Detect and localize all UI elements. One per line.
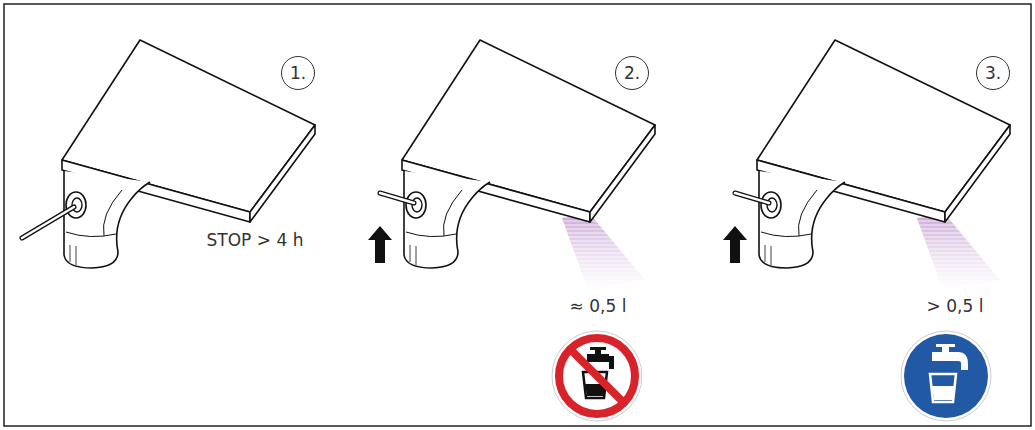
volume-label: > 0,5 l: [927, 298, 984, 315]
volume-label: ≈ 0,5 l: [570, 298, 627, 315]
step-circle: 1.: [281, 56, 315, 90]
step-number: 3.: [985, 65, 1001, 82]
step-number: 2.: [624, 65, 640, 82]
no-drinking-sign: [552, 331, 642, 421]
drinking-water-sign: [901, 331, 991, 421]
duration-label: STOP > 4 h: [207, 232, 304, 249]
step-circle: 2.: [615, 56, 649, 90]
step-circle: 3.: [976, 56, 1010, 90]
step-number: 1.: [290, 65, 306, 82]
